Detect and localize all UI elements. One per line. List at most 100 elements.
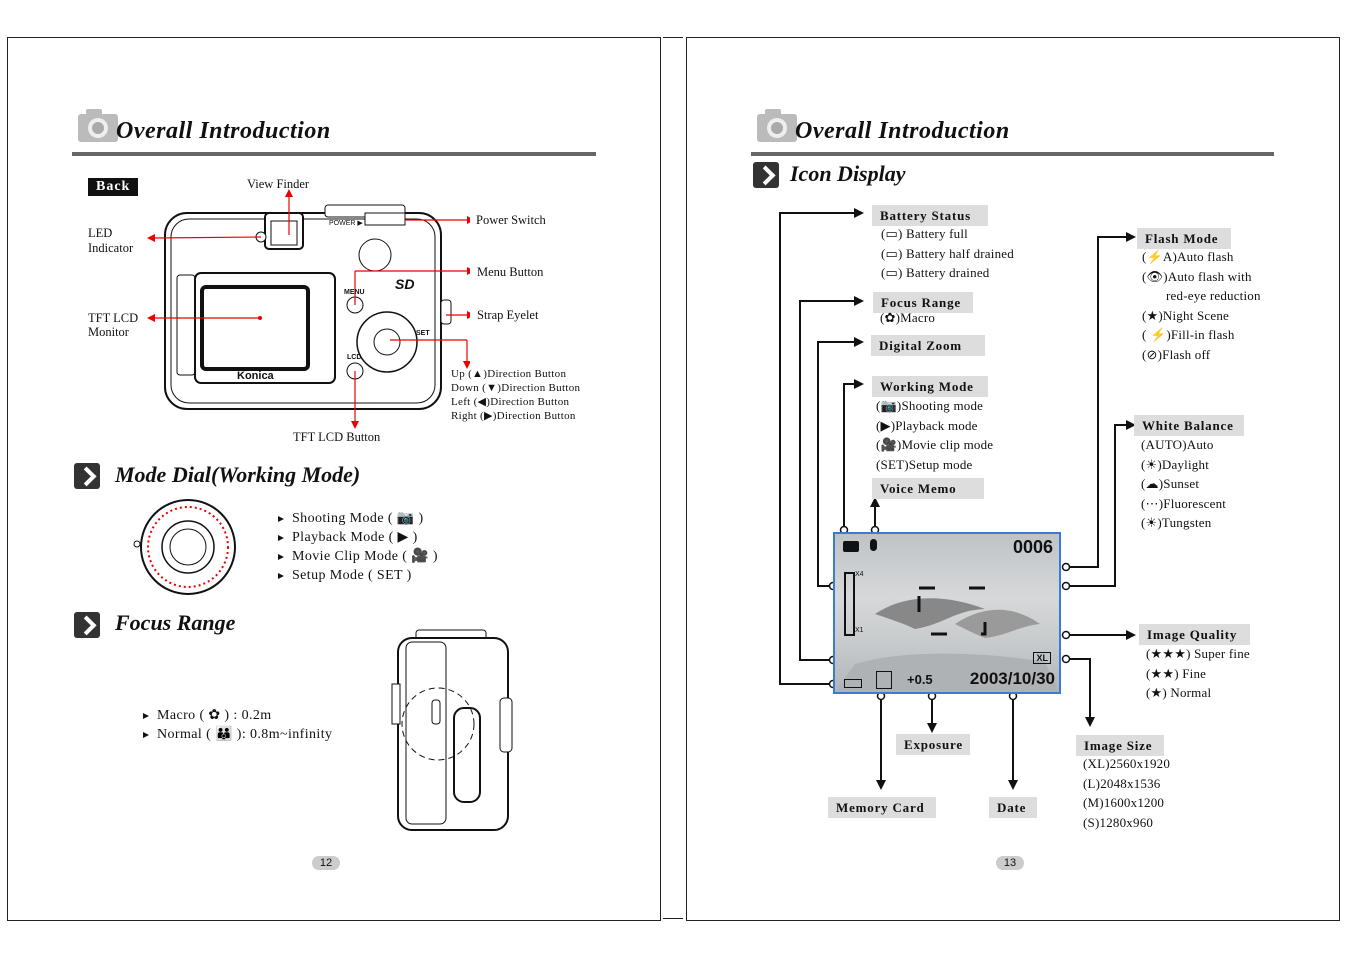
flash-mode-item: ( ⚡)Fill-in flash xyxy=(1142,327,1235,342)
flash-mode-item: (⚡A)Auto flash xyxy=(1142,249,1234,264)
mode-dial-title: Mode Dial(Working Mode) xyxy=(115,462,361,487)
led-indicator-label-1: LED xyxy=(88,226,113,240)
page-title: Overall Introduction xyxy=(795,118,1010,144)
battery-status-list: (▭) Battery full (▭) Battery half draine… xyxy=(881,224,1014,283)
flash-mode-item: red-eye reduction xyxy=(1166,288,1261,303)
lcd-screen: 0006 X4 X1 XL +0.5 2003/10/30 xyxy=(833,532,1061,694)
section-arrow-icon xyxy=(74,463,100,489)
view-finder-label: View Finder xyxy=(247,177,310,191)
white-balance-item: (☁)Sunset xyxy=(1141,476,1200,491)
title-rule xyxy=(751,152,1274,156)
camera-power-text: POWER ▶ xyxy=(329,220,363,227)
focus-range-list: Macro ( ✿ ) : 0.2m Normal ( 👪 ): 0.8m~in… xyxy=(143,706,332,744)
lcd-zoom-bar xyxy=(844,572,855,636)
strap-eyelet-label: Strap Eyelet xyxy=(477,308,539,322)
voice-memo-label: Voice Memo xyxy=(872,478,984,499)
page-title: Overall Introduction xyxy=(116,118,331,144)
camera-menu-text: MENU xyxy=(344,289,365,296)
battery-status-item: (▭) Battery drained xyxy=(881,265,990,280)
led-indicator-label-2: Indicator xyxy=(88,241,134,255)
back-button[interactable]: Back xyxy=(88,178,139,196)
center-divider-bottom xyxy=(663,918,683,919)
working-mode-list: (📷)Shooting mode (▶)Playback mode (🎥)Mov… xyxy=(876,396,993,474)
image-quality-item: (★★) Fine xyxy=(1146,665,1207,681)
mode-dial-item: Shooting Mode ( 📷 ) xyxy=(278,509,438,528)
battery-status-item: (▭) Battery half drained xyxy=(881,245,1014,261)
image-size-item: (S)1280x960 xyxy=(1083,814,1154,830)
flash-mode-list: (⚡A)Auto flash (👁)Auto flash with red-ey… xyxy=(1142,247,1261,364)
camera-side-illustration xyxy=(391,629,513,831)
page-number: 12 xyxy=(312,856,340,870)
focus-range-title: Focus Range xyxy=(115,610,236,635)
flash-mode-item: (★)Night Scene xyxy=(1142,307,1230,323)
image-quality-label: Image Quality xyxy=(1139,624,1250,645)
left-direction-label: Left (◀)Direction Button xyxy=(451,396,570,408)
mode-dial-item: Setup Mode ( SET ) xyxy=(278,566,438,585)
page-number: 13 xyxy=(996,856,1024,870)
lcd-memory-card-icon xyxy=(876,671,892,689)
battery-status-item: (▭) Battery full xyxy=(881,226,968,241)
image-quality-list: (★★★) Super fine (★★) Fine (★) Normal xyxy=(1146,644,1250,703)
lcd-exposure-value: +0.5 xyxy=(907,672,933,687)
mode-dial-item: Movie Clip Mode ( 🎥 ) xyxy=(278,547,438,566)
title-rule xyxy=(72,152,596,156)
white-balance-item: (AUTO)Auto xyxy=(1141,437,1214,452)
focus-range-label: Focus Range xyxy=(873,292,973,313)
date-label: Date xyxy=(989,797,1037,818)
camera-brand: Konica xyxy=(237,370,274,382)
camera-sd-logo: SD xyxy=(395,276,415,292)
tft-monitor-label-2: Monitor xyxy=(88,325,129,339)
image-size-item: (M)1600x1200 xyxy=(1083,795,1165,810)
image-size-list: (XL)2560x1920 (L)2048x1536 (M)1600x1200 … xyxy=(1083,754,1170,832)
camera-icon xyxy=(757,109,797,142)
working-mode-item: (SET)Setup mode xyxy=(876,456,973,472)
mode-dial-illustration xyxy=(133,499,236,595)
working-mode-item: (▶)Playback mode xyxy=(876,417,978,433)
flash-mode-label: Flash Mode xyxy=(1137,228,1231,249)
tft-monitor-label-1: TFT LCD xyxy=(88,311,139,325)
right-direction-label: Right (▶)Direction Button xyxy=(451,410,576,422)
lcd-battery-icon xyxy=(844,679,862,688)
white-balance-item: (☀)Tungsten xyxy=(1141,515,1212,530)
memory-card-label: Memory Card xyxy=(828,797,936,818)
working-mode-label: Working Mode xyxy=(872,376,988,397)
camera-lcd-text: LCD xyxy=(347,354,362,361)
focus-range-item: (✿)Macro xyxy=(880,310,936,325)
working-mode-item: (📷)Shooting mode xyxy=(876,398,984,413)
digital-zoom-label: Digital Zoom xyxy=(871,335,985,356)
lcd-frame-counter: 0006 xyxy=(1012,537,1053,557)
battery-status-label: Battery Status xyxy=(872,205,988,226)
tft-lcd-button-label: TFT LCD Button xyxy=(293,430,381,444)
exposure-label: Exposure xyxy=(896,734,970,755)
focus-range-list: (✿)Macro xyxy=(880,308,935,328)
power-switch-label: Power Switch xyxy=(476,213,546,227)
image-quality-item: (★) Normal xyxy=(1146,685,1212,700)
lcd-camera-icon xyxy=(843,541,859,552)
center-divider xyxy=(663,37,683,38)
icon-display-connectors xyxy=(779,208,1136,790)
lcd-mic-icon xyxy=(870,539,877,551)
white-balance-item: (☀)Daylight xyxy=(1141,456,1210,472)
camera-set-text: SET xyxy=(416,330,430,337)
flash-mode-item: (⊘)Flash off xyxy=(1142,346,1211,362)
white-balance-item: (⋯)Fluorescent xyxy=(1141,495,1227,511)
camera-icon xyxy=(78,109,118,142)
lcd-zoom-bottom: X1 xyxy=(855,627,864,634)
down-direction-label: Down (▼)Direction Button xyxy=(451,382,581,394)
image-size-item: (XL)2560x1920 xyxy=(1083,756,1171,771)
icon-display-title: Icon Display xyxy=(790,161,906,186)
focus-range-item: Macro ( ✿ ) : 0.2m xyxy=(143,706,332,725)
working-mode-item: (🎥)Movie clip mode xyxy=(876,437,994,452)
white-balance-list: (AUTO)Auto (☀)Daylight (☁)Sunset (⋯)Fluo… xyxy=(1141,435,1226,533)
flash-mode-item: (👁)Auto flash with xyxy=(1142,268,1252,284)
image-size-item: (L)2048x1536 xyxy=(1083,775,1161,791)
camera-back-illustration xyxy=(147,189,470,429)
section-arrow-icon xyxy=(753,162,779,188)
menu-button-label: Menu Button xyxy=(477,265,544,279)
image-quality-item: (★★★) Super fine xyxy=(1146,646,1250,661)
white-balance-label: White Balance xyxy=(1134,415,1244,436)
lcd-date: 2003/10/30 xyxy=(969,669,1055,688)
mode-dial-item: Playback Mode ( ▶ ) xyxy=(278,528,438,547)
up-direction-label: Up (▲)Direction Button xyxy=(451,368,567,380)
section-arrow-icon xyxy=(74,612,100,638)
